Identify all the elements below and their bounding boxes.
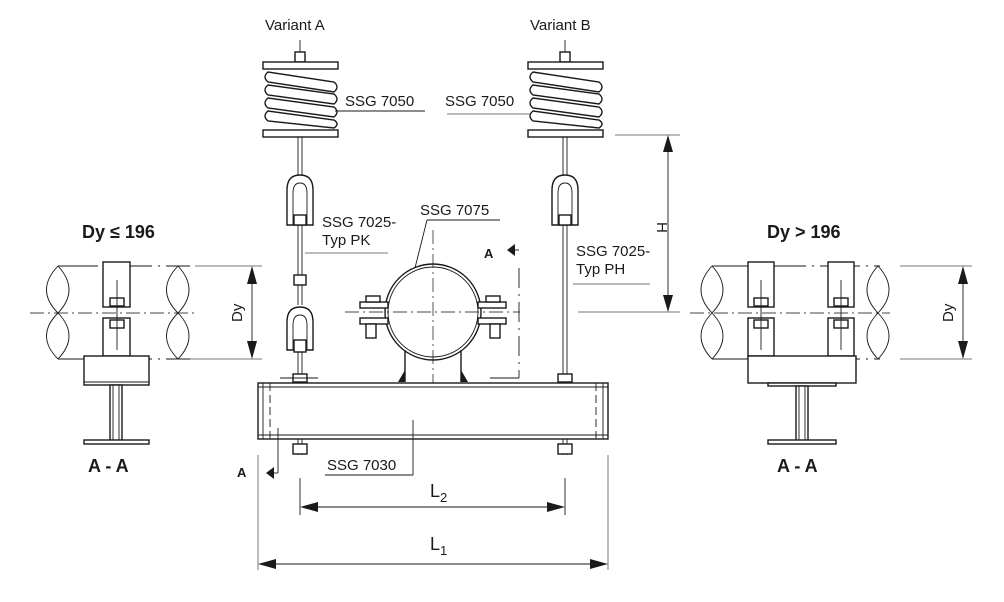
variant-a-label: Variant A <box>265 17 325 34</box>
left-section-condition: Dy ≤ 196 <box>82 222 155 242</box>
height-label: H <box>653 222 670 233</box>
left-section-title: A - A <box>88 456 129 476</box>
variant-a-hanger <box>262 40 339 455</box>
l2-label: L2 <box>430 481 447 505</box>
beam-label: SSG 7030 <box>327 457 396 474</box>
variant-b-hanger <box>527 40 604 455</box>
spring-a-label: SSG 7050 <box>345 93 414 110</box>
pipe-clamp: SSG 7075 <box>345 202 520 400</box>
spring-coil-b <box>529 71 603 129</box>
hanger-pk-label-line2: Typ PK <box>322 232 370 249</box>
l1-label: L1 <box>430 534 447 558</box>
l1-dimension: L1 <box>257 455 609 570</box>
section-mark-top-label: A <box>484 246 494 261</box>
section-mark-bottom: A <box>237 428 279 480</box>
clamp-label: SSG 7075 <box>420 202 489 219</box>
right-dy-label: Dy <box>940 303 957 322</box>
right-section-title: A - A <box>777 456 818 476</box>
left-section-view: Dy ≤ 196 Dy A - A <box>30 222 262 476</box>
spring-b-label: SSG 7050 <box>445 93 514 110</box>
height-dimension: H <box>578 134 680 313</box>
hanger-pk-label-line1: SSG 7025- <box>322 214 396 231</box>
hanger-ph-label-line2: Typ PH <box>576 261 625 278</box>
section-mark-top: A <box>484 244 520 379</box>
variant-b-label: Variant B <box>530 17 591 34</box>
right-section-condition: Dy > 196 <box>767 222 841 242</box>
spring-coil-a <box>264 71 338 129</box>
right-section-view: Dy > 196 Dy A - A <box>690 222 972 476</box>
beam: SSG 7030 <box>257 377 609 476</box>
left-dy-label: Dy <box>229 303 246 322</box>
hanger-ph-label-line1: SSG 7025- <box>576 243 650 260</box>
l2-dimension: L2 <box>299 478 566 515</box>
section-mark-bottom-label: A <box>237 465 247 480</box>
